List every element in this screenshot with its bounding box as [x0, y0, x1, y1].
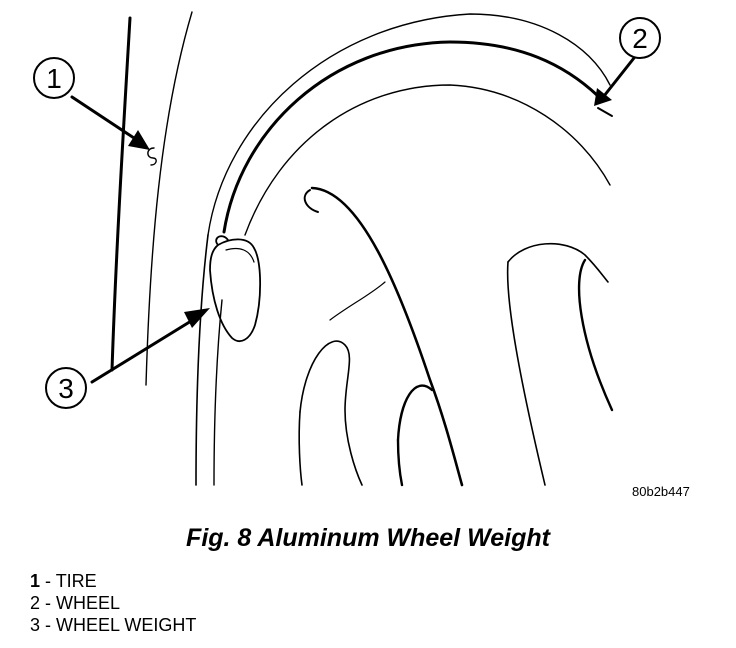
legend-item-tire: 1 - TIRE: [30, 570, 196, 592]
wheel-weight-body: [209, 238, 261, 342]
legend-number: 3: [30, 615, 41, 635]
legend-item-wheel-weight: 3 - WHEEL WEIGHT: [30, 614, 196, 636]
wheel-edge-tick: [597, 107, 613, 117]
legend-separator: -: [40, 615, 57, 635]
callout-2-arrowhead: [594, 88, 612, 106]
callout-3-leader: [90, 316, 198, 384]
wheel-weight-clip: [215, 235, 229, 246]
legend: 1 - TIRE 2 - WHEEL 3 - WHEEL WEIGHT: [30, 570, 196, 636]
wheel-spoke-inner-pocket-line: [396, 438, 404, 487]
wheel-rim-inner-line: [244, 84, 611, 236]
wheel-flange-line: [222, 40, 600, 234]
callout-3-circle: [45, 367, 87, 409]
callout-2-number: 2: [632, 23, 648, 54]
callout-3-arrowhead: [184, 308, 210, 328]
legend-label: WHEEL: [56, 593, 121, 613]
wheel-spoke-1: [310, 186, 464, 487]
callout-3-number: 3: [58, 373, 74, 404]
legend-label: TIRE: [55, 571, 97, 591]
callout-1-arrowhead: [128, 130, 150, 150]
callout-1-number: 1: [46, 63, 62, 94]
callout-1: 1: [33, 57, 75, 99]
callout-3: 3: [45, 367, 87, 409]
tire-sidewall-line: [145, 11, 193, 386]
wheel-rim-outer-line: [207, 13, 611, 236]
wheel-spoke-2-left: [506, 261, 546, 486]
callout-2-leader: [602, 56, 636, 98]
callout-2-circle: [619, 17, 661, 59]
wheel-spoke-pocket: [299, 340, 363, 486]
callout-1-leader: [70, 95, 136, 140]
wheel-spoke-2: [507, 242, 609, 283]
wheel-spoke-pocket-top: [298, 411, 303, 486]
rim-barrel-line-outer: [195, 234, 209, 486]
legend-separator: -: [40, 571, 56, 591]
callout-1-circle: [33, 57, 75, 99]
callout-2: 2: [619, 17, 661, 59]
wheel-spoke-ridge: [329, 281, 386, 321]
figure-caption: Fig. 8 Aluminum Wheel Weight: [186, 524, 550, 552]
tire-outer-edge: [110, 16, 132, 372]
tire-clip-mark: [147, 147, 157, 166]
wheel-spoke-1-inner: [303, 189, 319, 213]
wheel-spoke-inner-pocket: [396, 384, 434, 442]
legend-number: 1: [30, 571, 41, 591]
wheel-weight-face: [225, 247, 255, 263]
legend-separator: -: [40, 593, 57, 613]
legend-number: 2: [30, 593, 41, 613]
legend-item-wheel: 2 - WHEEL: [30, 592, 196, 614]
wheel-spoke-2-right: [577, 258, 614, 412]
legend-label: WHEEL WEIGHT: [56, 615, 197, 635]
wheel-weight-illustration: 1 2 3: [33, 11, 661, 487]
rim-barrel-line-inner: [213, 299, 223, 486]
image-reference-id: 80b2b447: [632, 484, 690, 499]
